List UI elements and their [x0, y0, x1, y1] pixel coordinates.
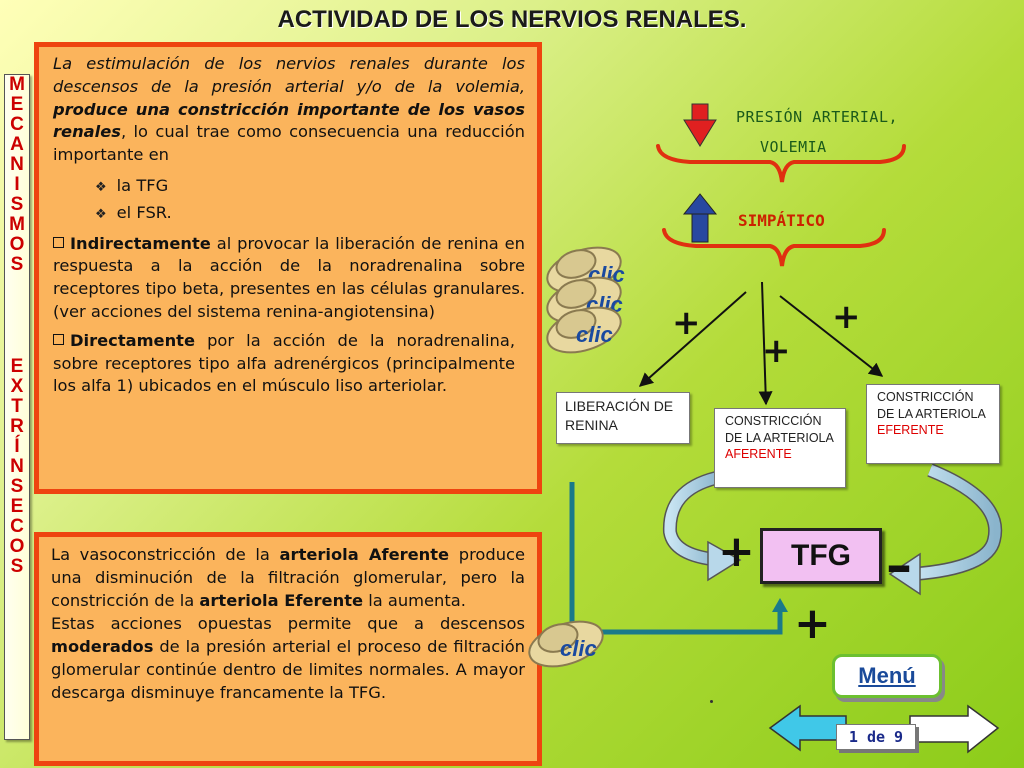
summary-emphasis: arteriola Eferente [199, 591, 364, 610]
node-highlight: EFERENTE [877, 423, 944, 437]
side-letter: S [10, 194, 24, 215]
side-letter: I [14, 174, 20, 195]
increase-arrow-icon [682, 193, 718, 243]
node-label: CONSTRICCIÓN DE LA ARTERIOLA [725, 414, 834, 445]
mechanism-text-box: La estimulación de los nervios renales d… [34, 42, 542, 494]
decorative-dot [710, 700, 713, 703]
direct-text: por la acción de la noradrenalina, sobre… [53, 330, 515, 396]
plus-sign: + [832, 297, 861, 337]
summary-text: la aumenta. [363, 591, 466, 610]
presion-brace [656, 144, 906, 183]
arrow-to-aferente [758, 281, 773, 406]
plus-sign: + [672, 303, 701, 343]
side-letter: S [10, 476, 24, 497]
simpatico-label: SIMPÁTICO [738, 211, 825, 230]
summary-text: produce una disminución de la filtración… [51, 545, 526, 610]
indirect-text: al provocar la liberación de renina en r… [53, 233, 525, 321]
decrease-arrow-icon [683, 103, 717, 147]
side-letter: S [10, 556, 24, 577]
clic-button-3[interactable]: clic [536, 300, 626, 358]
intro-paragraph: La estimulación de los nervios renales d… [53, 53, 525, 167]
teal-connector [569, 482, 783, 635]
list-item: ❖ el FSR. [95, 202, 525, 227]
arrow-to-renina [638, 291, 747, 387]
node-label: LIBERACIÓN DE RENINA [565, 398, 674, 433]
summary-text: La vasoconstricción de la [51, 545, 280, 564]
summary-emphasis: moderados [51, 637, 154, 656]
plus-sign: + [762, 331, 791, 371]
node-constriccion-eferente: CONSTRICCIÓN DE LA ARTERIOLA EFERENTE [866, 384, 1000, 464]
diamond-bullet-icon: ❖ [95, 206, 107, 222]
intro-emphasis: produce una constricción importante de l… [53, 99, 525, 142]
menu-button[interactable]: Menú [832, 654, 942, 698]
minus-sign: – [886, 536, 912, 596]
intro-text-end: , lo cual trae como consecuencia una red… [53, 122, 525, 165]
side-letter: N [10, 154, 24, 175]
side-label: M E C A N I S M O S E X T R Í N S E C O … [4, 74, 30, 740]
side-letter: E [10, 94, 24, 115]
summary-text-box: La vasoconstricción de la arteriola Afer… [34, 532, 542, 766]
side-letter: E [10, 496, 24, 517]
list-item-label: el FSR. [116, 202, 172, 222]
summary-emphasis: arteriola Aferente [279, 545, 450, 564]
indirect-label: Indirectamente [70, 233, 211, 253]
arrow-to-eferente [779, 295, 884, 377]
next-arrow-icon[interactable] [909, 704, 1000, 754]
summary-paragraph: Estas acciones opuestas permite que a de… [51, 612, 525, 704]
node-label: CONSTRICCIÓN DE LA ARTERIOLA [877, 390, 986, 421]
direct-label: Directamente [70, 330, 196, 350]
side-letter: X [10, 376, 24, 397]
list-item-label: la TFG [116, 175, 169, 195]
volemia-label: VOLEMIA [760, 138, 827, 156]
checkbox-bullet-icon [53, 236, 64, 248]
summary-text: Estas acciones opuestas permite que a de… [51, 614, 525, 633]
plus-sign: + [794, 598, 831, 649]
side-letter: E [10, 356, 24, 377]
side-letter: Í [14, 436, 20, 457]
simpatico-brace [662, 228, 886, 267]
diamond-bullet-icon: ❖ [95, 179, 107, 195]
page-indicator: 1 de 9 [836, 724, 916, 750]
side-letter: O [9, 536, 25, 557]
node-liberacion-renina: LIBERACIÓN DE RENINA [556, 392, 690, 444]
side-letter: R [10, 416, 24, 437]
side-letter: S [10, 254, 24, 275]
side-letter: M [9, 74, 25, 95]
side-letter: C [10, 114, 24, 135]
presion-label: PRESIÓN ARTERIAL, [736, 108, 899, 126]
side-letter: C [10, 516, 24, 537]
side-letter: A [10, 134, 24, 155]
list-item: ❖ la TFG [95, 175, 525, 200]
tfg-box: TFG [760, 528, 882, 584]
node-highlight: AFERENTE [725, 447, 792, 461]
clic-label: clic [576, 322, 613, 347]
page-title: ACTIVIDAD DE LOS NERVIOS RENALES. [277, 6, 747, 33]
node-constriccion-aferente: CONSTRICCIÓN DE LA ARTERIOLA AFERENTE [714, 408, 846, 488]
side-letter: N [10, 456, 24, 477]
clic-button-4[interactable]: clic [518, 614, 608, 672]
side-letter: O [9, 234, 25, 255]
summary-text: de la presión arterial el proceso de fil… [51, 637, 525, 702]
prev-arrow-icon[interactable] [768, 704, 847, 752]
side-letter: T [11, 396, 23, 417]
indirect-paragraph: Indirectamente al provocar la liberación… [53, 233, 525, 324]
direct-paragraph: Directamente por la acción de la noradre… [53, 330, 515, 398]
plus-sign: + [718, 526, 755, 577]
bullet-list: ❖ la TFG ❖ el FSR. [95, 175, 525, 227]
checkbox-bullet-icon [53, 333, 64, 345]
intro-text: La estimulación de los nervios renales d… [53, 54, 525, 96]
summary-paragraph: La vasoconstricción de la arteriola Afer… [51, 543, 525, 612]
side-letter: M [9, 214, 25, 235]
clic-label: clic [560, 636, 597, 661]
